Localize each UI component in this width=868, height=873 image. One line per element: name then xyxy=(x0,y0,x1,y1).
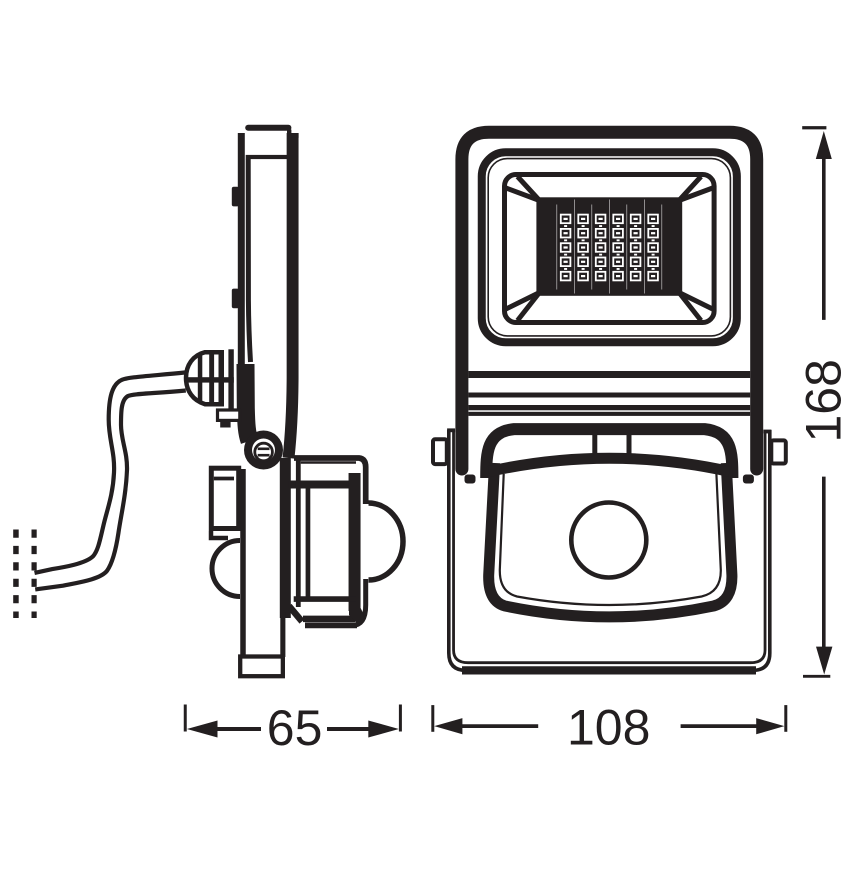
svg-text:168: 168 xyxy=(796,359,852,442)
svg-text:65: 65 xyxy=(267,700,323,756)
svg-text:108: 108 xyxy=(567,700,650,756)
